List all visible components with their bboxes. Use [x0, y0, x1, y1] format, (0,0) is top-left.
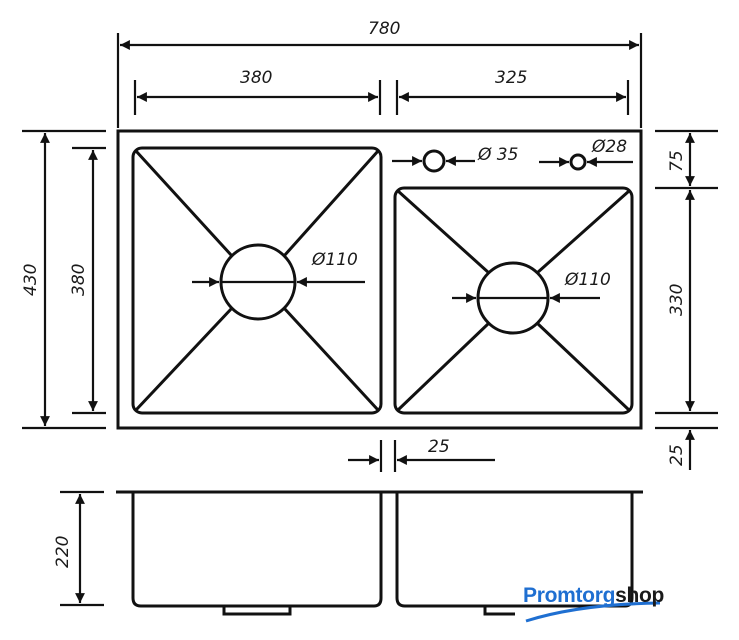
label-25-bottom: 25 — [667, 444, 687, 466]
label-faucet-hole: Ø 35 — [477, 145, 518, 165]
left-bowl — [131, 146, 383, 415]
dimension-380-top — [133, 80, 382, 115]
dimension-430 — [22, 129, 106, 430]
dimension-gap — [348, 440, 495, 472]
label-325: 325 — [495, 68, 527, 88]
label-gap: 25 — [428, 437, 450, 457]
faucet-hole — [392, 149, 475, 173]
side-view — [116, 490, 643, 616]
dimension-780 — [116, 33, 643, 128]
label-380-top: 380 — [240, 68, 272, 88]
label-75: 75 — [667, 150, 687, 172]
small-hole — [539, 153, 633, 171]
dimension-325 — [395, 80, 630, 115]
label-small-hole: Ø28 — [591, 137, 627, 157]
label-430: 430 — [21, 264, 41, 296]
label-780: 780 — [368, 19, 400, 39]
label-left-drain: Ø110 — [311, 250, 358, 270]
label-220: 220 — [53, 536, 73, 568]
promtorgshop-logo: Promtorgshop — [523, 584, 664, 608]
logo-part2: shop — [615, 584, 665, 607]
label-right-drain: Ø110 — [564, 270, 611, 290]
sink-outline — [116, 129, 643, 430]
logo-swoosh — [525, 601, 661, 623]
dimension-right-column — [655, 129, 718, 470]
right-bowl — [393, 186, 634, 415]
dimension-220 — [60, 490, 104, 607]
label-330: 330 — [667, 284, 687, 316]
dimension-380-side — [72, 146, 106, 415]
logo-part1: Promtorg — [523, 584, 616, 607]
label-380-side: 380 — [69, 264, 89, 296]
